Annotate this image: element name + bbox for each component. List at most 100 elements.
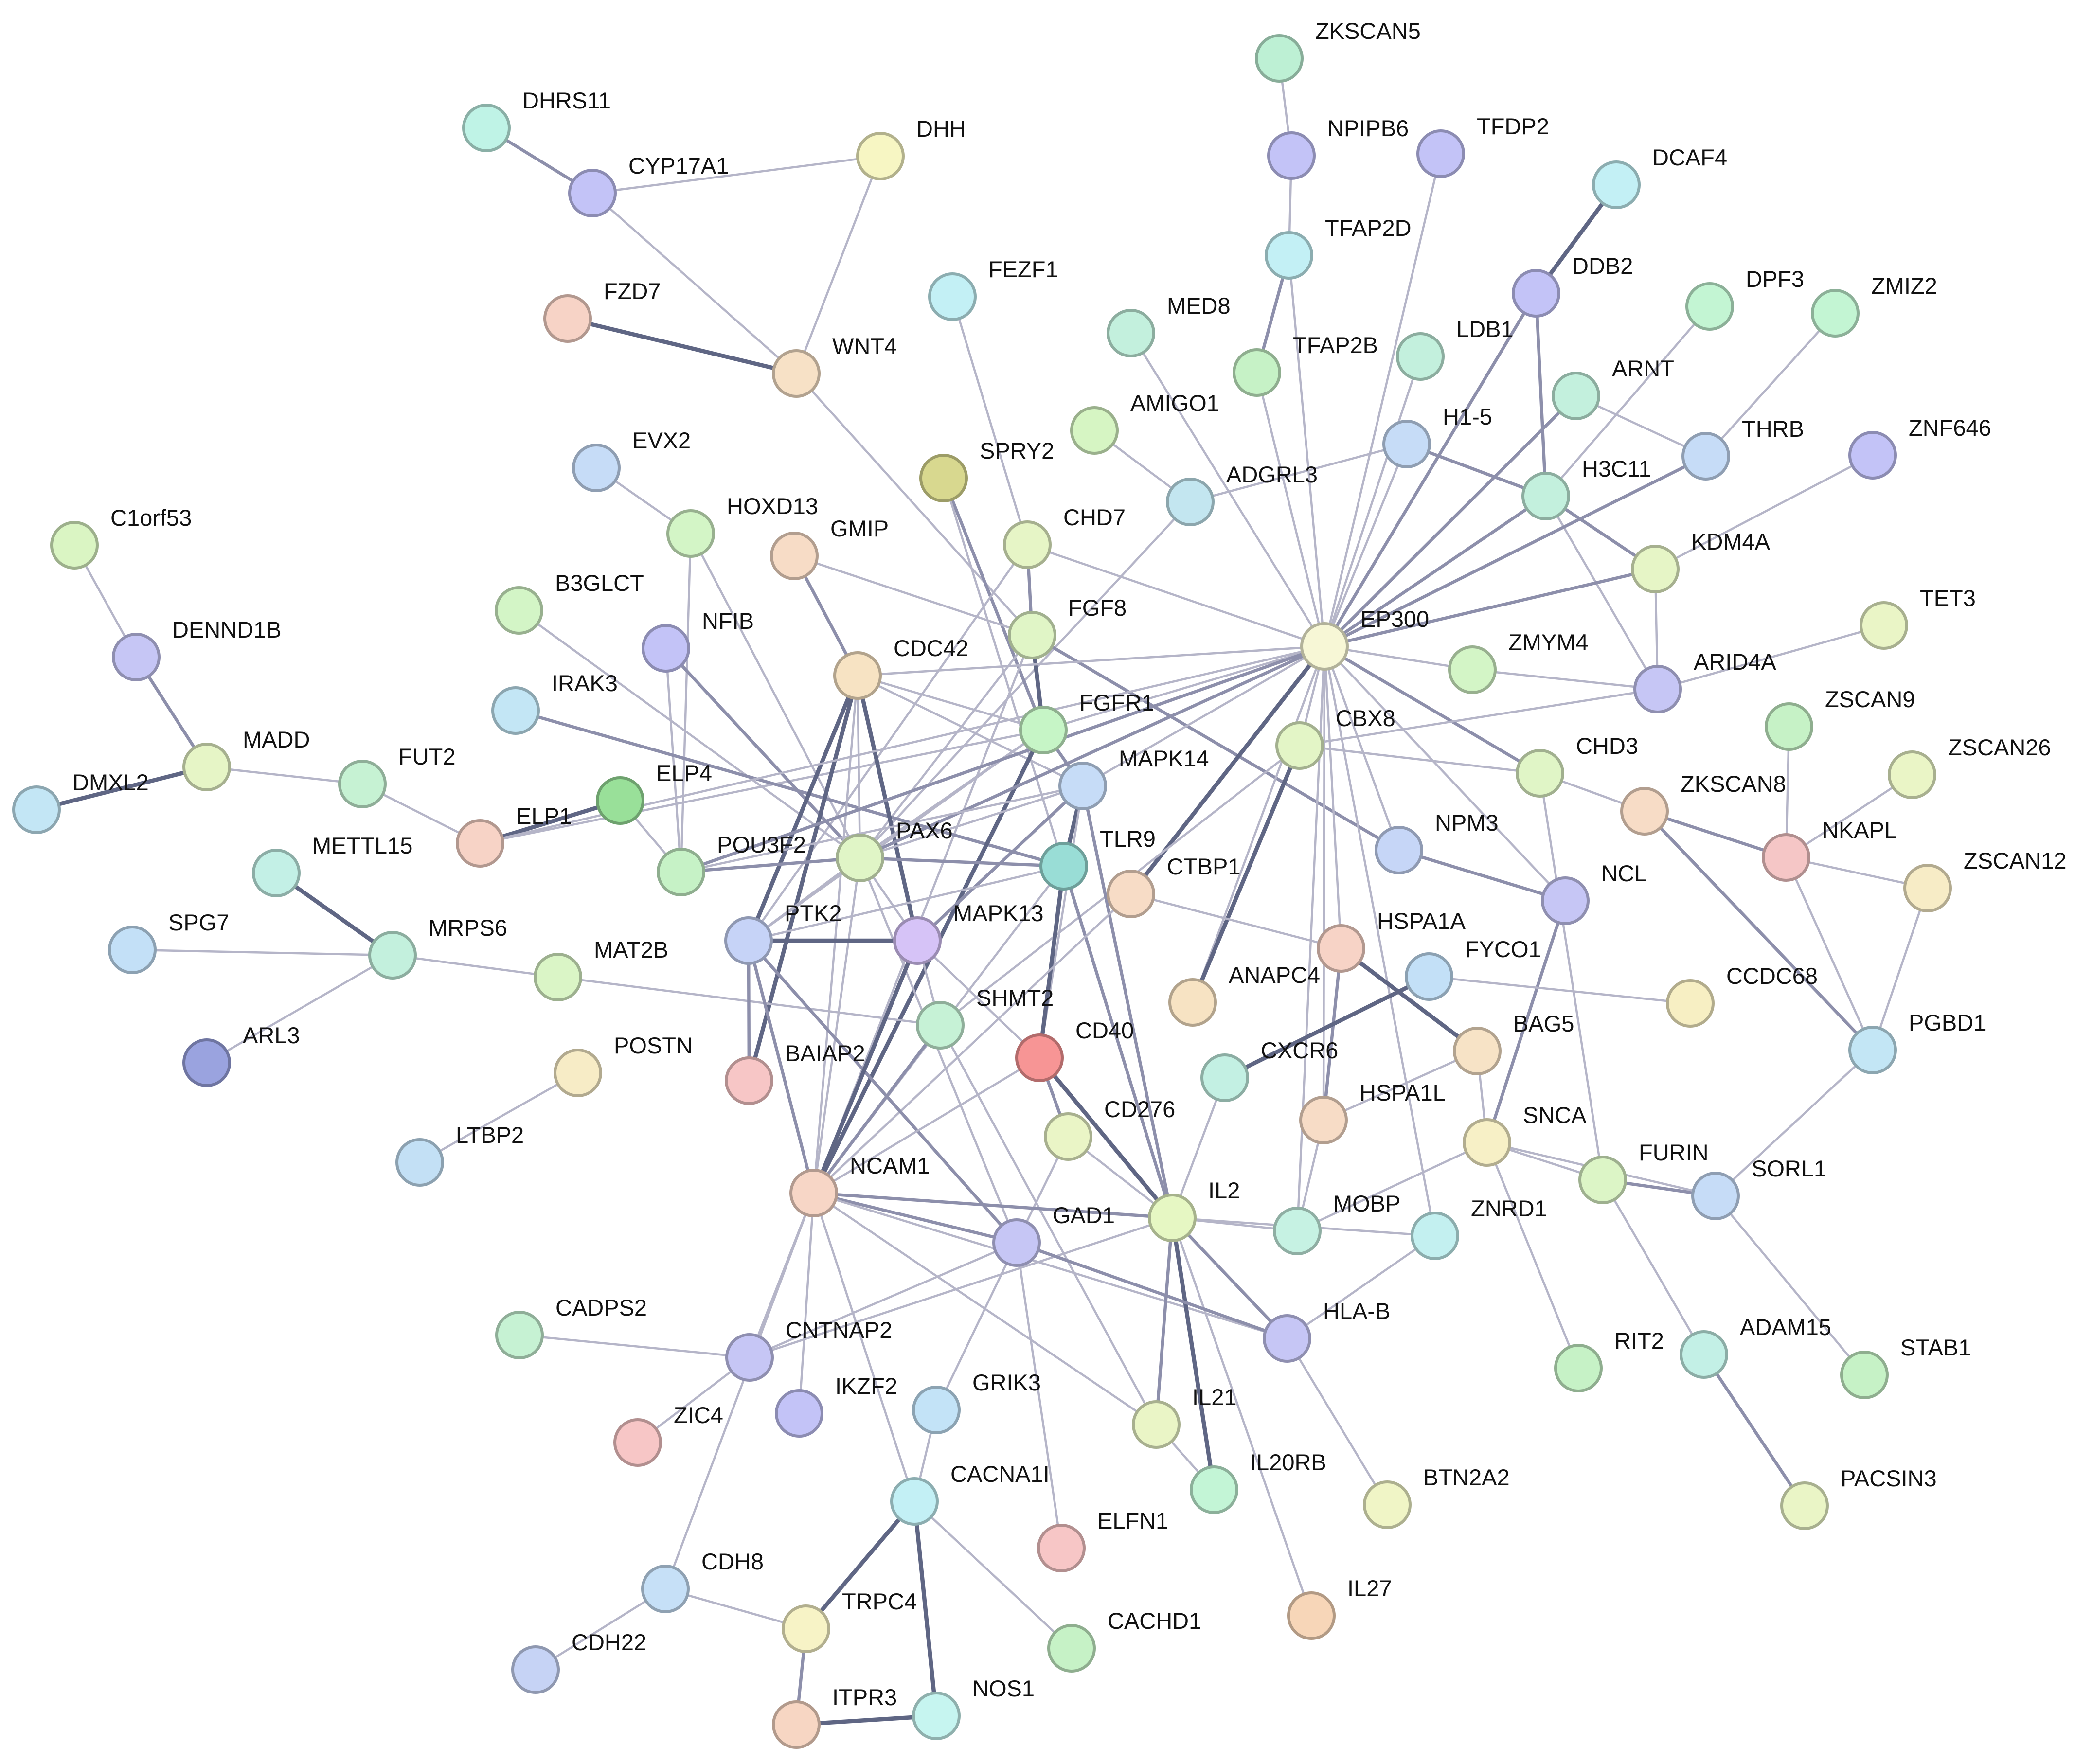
node-circle-hla-b[interactable] <box>1263 1314 1311 1363</box>
node-itpr3[interactable]: ITPR3 <box>772 1684 897 1749</box>
node-chd7[interactable]: CHD7 <box>1003 504 1126 569</box>
node-circle-ncam1[interactable] <box>789 1169 838 1217</box>
node-nkapl[interactable]: NKAPL <box>1762 817 1897 882</box>
node-circle-pgbd1[interactable] <box>1848 1026 1897 1074</box>
node-circle-fut2[interactable] <box>338 760 387 808</box>
node-circle-dhrs11[interactable] <box>462 104 511 152</box>
node-ltbp2[interactable]: LTBP2 <box>395 1122 524 1187</box>
node-npm3[interactable]: NPM3 <box>1375 810 1499 874</box>
node-circle-arl3[interactable] <box>182 1038 231 1087</box>
node-circle-adgrl3[interactable] <box>1166 478 1215 526</box>
node-circle-mapk14[interactable] <box>1058 762 1107 810</box>
node-circle-tlr9[interactable] <box>1039 842 1088 891</box>
node-anapc4[interactable]: ANAPC4 <box>1168 962 1320 1027</box>
node-stab1[interactable]: STAB1 <box>1840 1335 1971 1399</box>
node-circle-npm3[interactable] <box>1375 826 1423 874</box>
node-circle-madd[interactable] <box>182 743 231 791</box>
node-circle-dpf3[interactable] <box>1685 282 1734 331</box>
node-circle-thrb[interactable] <box>1681 432 1730 481</box>
node-circle-zkscan5[interactable] <box>1255 34 1304 83</box>
node-tet3[interactable]: TET3 <box>1860 585 1976 650</box>
node-arnt[interactable]: ARNT <box>1552 356 1674 420</box>
node-circle-elp1[interactable] <box>456 819 504 868</box>
node-cxcr6[interactable]: CXCR6 <box>1200 1037 1338 1102</box>
node-circle-dhh[interactable] <box>856 132 905 180</box>
node-circle-nfib[interactable] <box>642 624 690 673</box>
node-circle-postn[interactable] <box>554 1049 602 1097</box>
node-circle-dcaf4[interactable] <box>1592 160 1641 209</box>
node-zic4[interactable]: ZIC4 <box>613 1402 723 1467</box>
node-circle-gad1[interactable] <box>992 1218 1041 1267</box>
node-elp1[interactable]: ELP1 <box>456 803 572 868</box>
node-circle-zic4[interactable] <box>613 1418 662 1467</box>
node-cd40[interactable]: CD40 <box>1015 1017 1134 1082</box>
node-ldb1[interactable]: LDB1 <box>1396 316 1514 381</box>
node-ncl[interactable]: NCL <box>1541 860 1647 925</box>
node-circle-kdm4a[interactable] <box>1631 545 1680 593</box>
node-circle-ltbp2[interactable] <box>395 1138 444 1187</box>
node-circle-cd40[interactable] <box>1015 1033 1064 1082</box>
node-madd[interactable]: MADD <box>182 727 310 791</box>
node-ccdc68[interactable]: CCDC68 <box>1666 963 1818 1028</box>
node-cdh22[interactable]: CDH22 <box>511 1629 646 1694</box>
node-tlr9[interactable]: TLR9 <box>1039 826 1156 891</box>
node-circle-mat2b[interactable] <box>534 953 582 1001</box>
node-circle-ikzf2[interactable] <box>775 1389 823 1438</box>
node-circle-shmt2[interactable] <box>916 1001 965 1050</box>
node-circle-snca[interactable] <box>1463 1118 1511 1167</box>
node-adgrl3[interactable]: ADGRL3 <box>1166 462 1318 526</box>
node-circle-znrd1[interactable] <box>1411 1212 1459 1260</box>
node-circle-irak3[interactable] <box>491 686 540 735</box>
node-ncam1[interactable]: NCAM1 <box>789 1153 930 1217</box>
node-circle-b3glct[interactable] <box>495 586 543 635</box>
node-circle-cadps2[interactable] <box>495 1311 544 1359</box>
node-circle-ddb2[interactable] <box>1512 269 1560 318</box>
node-circle-dennd1b[interactable] <box>112 633 161 681</box>
node-circle-zscan9[interactable] <box>1765 702 1813 751</box>
node-tfap2b[interactable]: TFAP2B <box>1233 332 1378 397</box>
node-circle-chd7[interactable] <box>1003 520 1052 569</box>
node-thrb[interactable]: THRB <box>1681 416 1804 481</box>
node-circle-fyco1[interactable] <box>1405 952 1453 1001</box>
node-postn[interactable]: POSTN <box>554 1033 693 1097</box>
node-circle-fgfr1[interactable] <box>1019 706 1068 754</box>
node-tfdp2[interactable]: TFDP2 <box>1416 113 1549 178</box>
node-adam15[interactable]: ADAM15 <box>1680 1314 1831 1379</box>
node-circle-furin[interactable] <box>1578 1156 1627 1204</box>
node-circle-zscan26[interactable] <box>1888 750 1936 799</box>
node-circle-spg7[interactable] <box>108 926 157 974</box>
node-cntnap2[interactable]: CNTNAP2 <box>725 1317 892 1382</box>
node-circle-hspa1a[interactable] <box>1317 924 1365 973</box>
node-circle-btn2a2[interactable] <box>1363 1480 1412 1529</box>
node-baiap2[interactable]: BAIAP2 <box>725 1040 865 1105</box>
node-cd276[interactable]: CD276 <box>1044 1096 1175 1161</box>
node-znf646[interactable]: ZNF646 <box>1848 415 1991 480</box>
node-fzd7[interactable]: FZD7 <box>543 278 661 343</box>
node-ddb2[interactable]: DDB2 <box>1512 253 1633 318</box>
node-furin[interactable]: FURIN <box>1578 1140 1709 1204</box>
node-cachd1[interactable]: CACHD1 <box>1047 1608 1201 1673</box>
node-circle-pou3f2[interactable] <box>657 848 705 896</box>
node-circle-il21[interactable] <box>1132 1400 1181 1449</box>
node-circle-nkapl[interactable] <box>1762 833 1810 882</box>
node-circle-tfdp2[interactable] <box>1416 129 1465 178</box>
node-b3glct[interactable]: B3GLCT <box>495 570 644 635</box>
node-mapk13[interactable]: MAPK13 <box>893 900 1043 965</box>
node-pax6[interactable]: PAX6 <box>836 818 953 882</box>
node-circle-anapc4[interactable] <box>1168 978 1217 1027</box>
node-elp4[interactable]: ELP4 <box>596 760 712 825</box>
node-zkscan8[interactable]: ZKSCAN8 <box>1620 771 1786 836</box>
node-dpf3[interactable]: DPF3 <box>1685 266 1804 331</box>
node-cacna1i[interactable]: CACNA1I <box>890 1461 1050 1526</box>
node-circle-itpr3[interactable] <box>772 1700 821 1749</box>
node-amigo1[interactable]: AMIGO1 <box>1070 390 1219 455</box>
node-circle-mobp[interactable] <box>1273 1207 1322 1255</box>
node-zmym4[interactable]: ZMYM4 <box>1448 629 1589 694</box>
node-dhrs11[interactable]: DHRS11 <box>462 88 611 152</box>
node-circle-arid4a[interactable] <box>1633 665 1682 713</box>
node-sorl1[interactable]: SORL1 <box>1691 1156 1826 1220</box>
node-shmt2[interactable]: SHMT2 <box>916 985 1054 1050</box>
node-cbx8[interactable]: CBX8 <box>1275 705 1395 770</box>
node-circle-nos1[interactable] <box>912 1692 961 1740</box>
node-mat2b[interactable]: MAT2B <box>534 937 668 1001</box>
